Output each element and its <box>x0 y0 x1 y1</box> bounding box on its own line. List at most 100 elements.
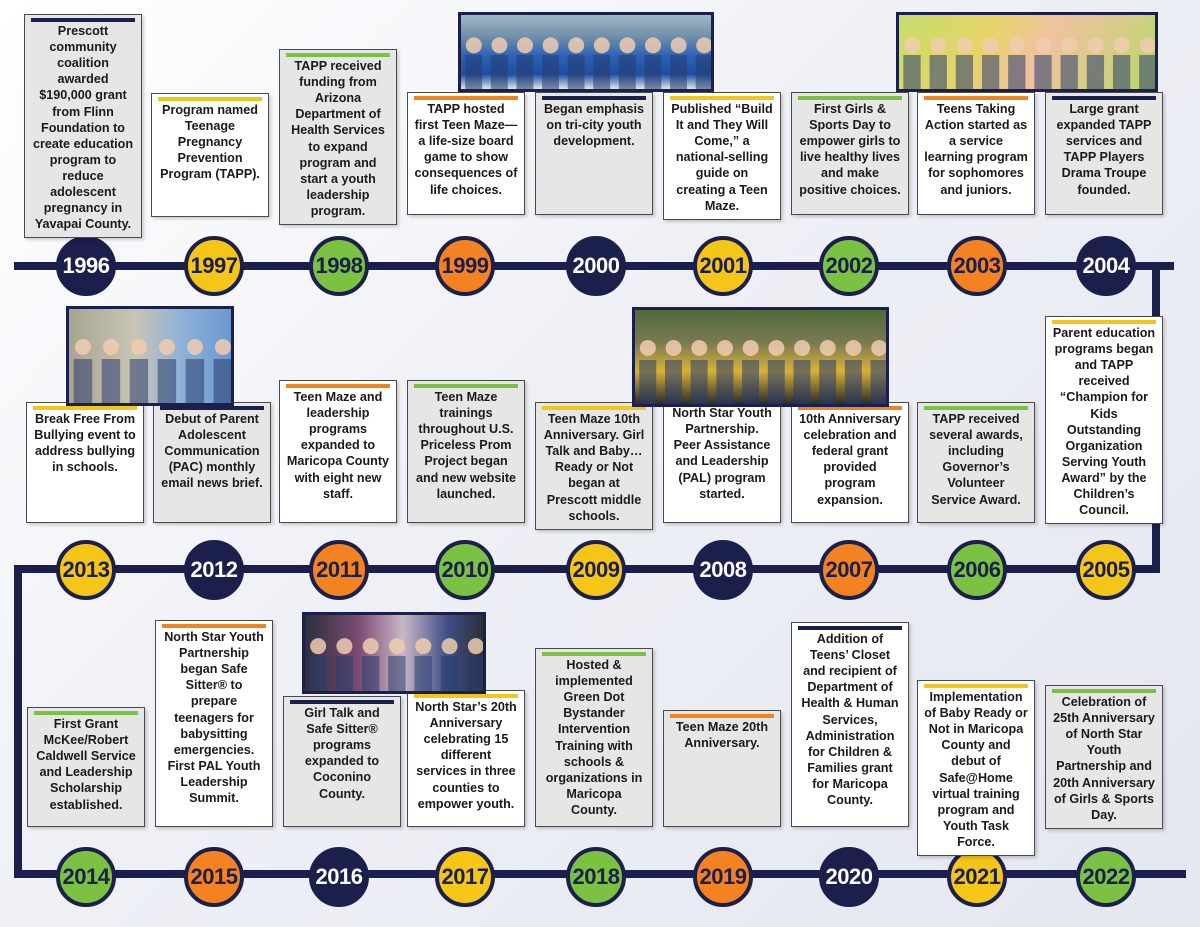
year-1999: 1999 <box>435 236 495 296</box>
person-head <box>159 339 175 355</box>
year-2019: 2019 <box>693 847 753 907</box>
person-head <box>465 37 482 54</box>
milestone-card-2013: Break Free From Bullying event to addres… <box>26 402 144 523</box>
person-body <box>644 55 662 89</box>
person-body <box>1112 55 1131 89</box>
person-body <box>157 359 177 403</box>
person-body <box>73 359 93 403</box>
milestone-card-2004: Large grant expanded TAPP services and T… <box>1045 92 1163 215</box>
year-2007: 2007 <box>819 540 879 600</box>
year-2016: 2016 <box>309 847 369 907</box>
person-head <box>619 37 636 54</box>
person-body <box>844 360 862 404</box>
person-head <box>691 340 708 356</box>
card-accent-bar <box>33 406 137 410</box>
person-body <box>793 360 811 404</box>
milestone-card-2018: Hosted & implemented Green Dot Bystander… <box>535 648 653 827</box>
person-head <box>1139 37 1155 54</box>
person-head <box>982 37 999 54</box>
milestone-text: North Star’s 20th Anniversary celebratin… <box>415 700 517 811</box>
person-body <box>542 55 559 89</box>
milestone-card-2003: Teens Taking Action started as a service… <box>917 92 1035 215</box>
card-accent-bar <box>798 96 902 100</box>
person-head <box>1061 37 1078 54</box>
milestone-text: First Girls & Sports Day to empower girl… <box>799 102 901 197</box>
person-head <box>742 340 759 356</box>
milestone-text: Break Free From Bullying event to addres… <box>34 412 136 475</box>
person-body <box>1060 55 1078 89</box>
person-body <box>467 656 483 691</box>
year-2005: 2005 <box>1076 540 1136 600</box>
year-2012: 2012 <box>184 540 244 600</box>
person-head <box>665 340 682 356</box>
milestone-text: Celebration of 25th Anniversary of North… <box>1053 695 1155 822</box>
person-body <box>465 55 483 89</box>
milestone-card-2011: Teen Maze and leadership programs expand… <box>279 380 397 523</box>
milestone-text: Large grant expanded TAPP services and T… <box>1056 102 1152 197</box>
person-body <box>981 55 1000 89</box>
person-head <box>215 339 231 355</box>
year-1998: 1998 <box>309 236 369 296</box>
person-head <box>131 339 147 355</box>
person-head <box>593 37 610 54</box>
milestone-text: First Grant McKee/Robert Caldwell Servic… <box>36 717 136 812</box>
person-head <box>362 638 379 655</box>
card-accent-bar <box>542 96 646 100</box>
milestone-card-2014: First Grant McKee/Robert Caldwell Servic… <box>27 707 145 827</box>
person-body <box>767 360 785 404</box>
person-head <box>568 37 585 54</box>
person-body <box>335 656 354 691</box>
card-accent-bar <box>414 384 518 388</box>
milestone-card-2017: North Star’s 20th Anniversary celebratin… <box>407 690 525 827</box>
person-body <box>690 360 708 404</box>
milestone-card-2020: Addition of Teens’ Closet and recipient … <box>791 622 909 827</box>
person-body <box>101 359 121 403</box>
person-body <box>309 656 327 691</box>
milestone-text: TAPP received several awards, including … <box>929 412 1023 507</box>
year-2004: 2004 <box>1076 236 1136 296</box>
milestone-text: 10th Anniversary celebration and federal… <box>799 412 901 507</box>
person-head <box>75 339 91 355</box>
milestone-text: Teens Taking Action started as a service… <box>924 102 1028 197</box>
person-head <box>103 339 119 355</box>
year-2000: 2000 <box>566 236 626 296</box>
person-body <box>1139 55 1155 89</box>
person-body <box>388 656 406 691</box>
photo-girls-sports-day-2003 <box>896 12 1158 92</box>
person-body <box>516 55 534 89</box>
person-head <box>696 37 711 54</box>
milestone-card-2005: Parent education programs began and TAPP… <box>1045 316 1163 525</box>
card-accent-bar <box>798 626 902 630</box>
year-2011: 2011 <box>309 540 369 600</box>
person-body <box>1034 55 1052 89</box>
milestone-card-2010: Teen Maze trainings throughout U.S. Pric… <box>407 380 525 523</box>
person-head <box>930 37 947 54</box>
person-head <box>645 37 661 54</box>
photo-climbing-wall-2013 <box>66 306 234 406</box>
year-2015: 2015 <box>184 847 244 907</box>
person-body <box>213 359 231 403</box>
milestone-text: Hosted & implemented Green Dot Bystander… <box>545 658 643 817</box>
card-accent-bar <box>924 406 1028 410</box>
milestone-card-2009: Teen Maze 10th Anniversary. Girl Talk an… <box>535 402 653 530</box>
year-2008: 2008 <box>693 540 753 600</box>
year-1997: 1997 <box>184 236 244 296</box>
milestone-text: Parent education programs began and TAPP… <box>1052 326 1156 518</box>
person-body <box>593 55 611 89</box>
milestone-text: Teen Maze 10th Anniversary. Girl Talk an… <box>543 412 645 523</box>
milestone-text: Prescott community coalition awarded $19… <box>32 24 134 232</box>
card-accent-bar <box>162 624 266 628</box>
person-body <box>670 55 687 89</box>
milestone-card-1997: Program named Teenage Pregnancy Preventi… <box>151 93 269 217</box>
person-body <box>567 55 585 89</box>
milestone-card-2001: Published “Build It and They Will Come,”… <box>663 92 781 220</box>
person-body <box>870 360 886 404</box>
person-head <box>336 638 353 655</box>
person-body <box>819 360 837 404</box>
person-head <box>1113 37 1130 54</box>
milestone-card-2016: Girl Talk and Safe Sitter® programs expa… <box>283 696 401 827</box>
person-body <box>903 55 921 89</box>
milestone-card-2008: TAPP renamed North Star Youth Partnershi… <box>663 380 781 523</box>
timeline-connector <box>14 565 22 878</box>
person-body <box>1086 55 1105 89</box>
